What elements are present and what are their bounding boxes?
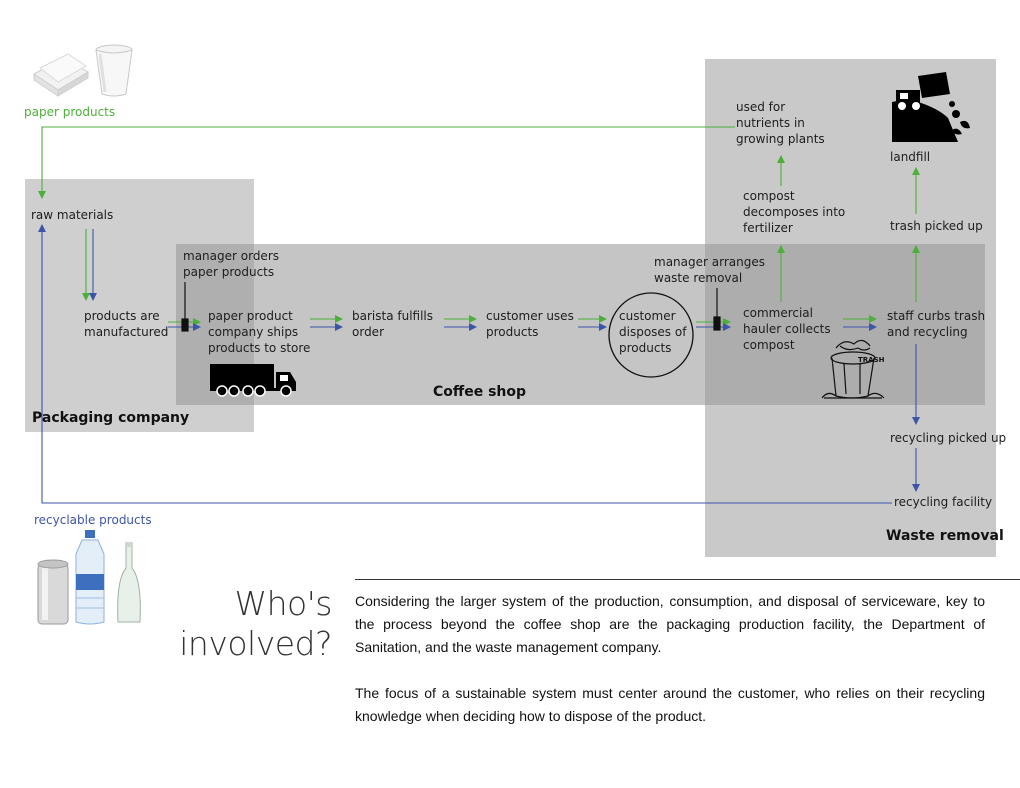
aluminum-can-icon [37, 559, 69, 625]
coffee-shop-title: Coffee shop [433, 384, 527, 400]
used-for-nutrients-node: used for nutrients in growing plants [736, 100, 825, 146]
page-heading: Who's involved? [179, 584, 332, 663]
barista-fulfills-node: barista fulfills order [352, 309, 434, 339]
recyclable-products-label: recyclable products [34, 513, 152, 527]
paper-products-label: paper products [24, 105, 116, 119]
order-connectors [181, 282, 721, 332]
compost-decomposes-node: compost decomposes into fertilizer [743, 189, 846, 235]
trash-can-label: TRASH [858, 356, 885, 364]
dump-truck-landfill-icon [892, 72, 970, 142]
water-bottle-icon [75, 530, 105, 625]
waste-removal-title: Waste removal [886, 528, 1004, 544]
recycling-facility-node: recycling facility [894, 495, 993, 509]
customer-uses-node: customer uses products [486, 309, 574, 339]
packaging-company-title: Packaging company [32, 410, 190, 426]
focus-paragraph: The focus of a sustainable system must c… [355, 685, 985, 724]
paper-company-ships-node: paper product company ships products to … [208, 309, 311, 355]
blue-feedback-loop [38, 224, 892, 504]
manager-orders-node: manager orders paper products [183, 249, 279, 279]
green-feedback-loop [38, 126, 735, 199]
trash-picked-up-node: trash picked up [890, 219, 983, 233]
paper-cup-icon [95, 44, 133, 97]
section-divider [355, 579, 1020, 580]
recycling-picked-up-node: recycling picked up [890, 431, 1007, 445]
coffee-shop-zone [176, 244, 985, 405]
staff-curbs-node: staff curbs trash and recycling [887, 309, 986, 339]
landfill-node: landfill [890, 150, 931, 164]
hauler-collects-node: commercial hauler collects compost [743, 306, 831, 352]
customer-focus-circle [608, 292, 694, 378]
intro-paragraph: Considering the larger system of the pro… [355, 593, 985, 655]
manager-arranges-node: manager arranges waste removal [654, 255, 765, 285]
raw-materials-node: raw materials [31, 208, 114, 222]
glass-bottle-icon [117, 542, 141, 623]
customer-disposes-node: customer disposes of products [619, 309, 687, 355]
trash-can-icon: TRASH [821, 339, 885, 399]
recyclable-products-group [37, 530, 141, 625]
delivery-truck-icon [210, 364, 296, 397]
products-manufactured-node: products are manufactured [84, 309, 169, 339]
paper-napkins-icon [33, 53, 89, 97]
